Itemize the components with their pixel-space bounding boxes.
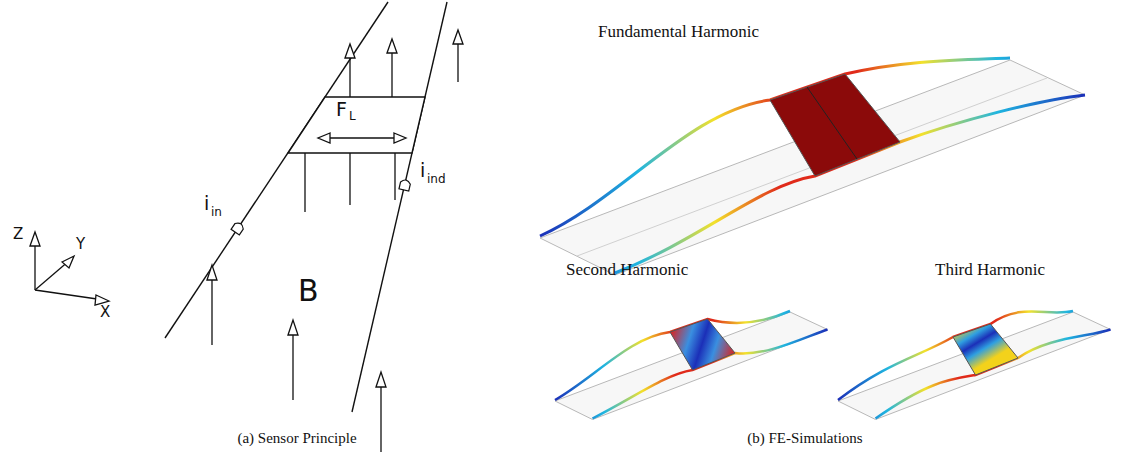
coordinate-axes: [30, 232, 109, 305]
axis-label: Z: [13, 226, 23, 243]
current-symbol: i: [420, 160, 425, 182]
axis-label: Y: [76, 236, 85, 253]
magnetic-field-arrows-part: [345, 44, 355, 58]
fe-second-harmonic-part: [670, 319, 735, 370]
magnetic-field-arrows-part: [376, 372, 386, 387]
fe-second-harmonic-part: [555, 312, 828, 420]
magnetic-field-arrows-part: [394, 153, 395, 200]
axis-label: X: [100, 304, 110, 321]
magnetic-field-arrows-part: [292, 327, 293, 400]
fe-fundamental-part: [770, 74, 900, 176]
coordinate-axes-part: [30, 232, 40, 246]
fe-second-harmonic-part: [555, 311, 790, 400]
fe-third-harmonic-part: [953, 324, 1018, 375]
magnetic-field-arrows-part: [304, 153, 305, 212]
simulation-title: Second Harmonic: [566, 260, 688, 280]
force-symbol: F: [336, 99, 347, 121]
magnetic-field-arrows-part: [207, 265, 217, 280]
force-subscript: L: [349, 110, 356, 124]
fe-fundamental-part: [540, 58, 1010, 236]
conductor-rails-part: [165, 2, 388, 338]
magnetic-field-arrows-part: [211, 272, 212, 345]
moving-plate-part: [318, 133, 406, 143]
fe-fundamental-part: [807, 87, 857, 159]
field-symbol: B: [298, 274, 319, 309]
conductor-rails: [165, 2, 447, 412]
moving-plate-part: [288, 97, 425, 153]
current-markers: [231, 179, 411, 235]
fe-third-harmonic-part: [838, 311, 1073, 400]
current-symbol: i: [204, 193, 209, 215]
current-markers-part: [399, 179, 411, 191]
magnetic-field-arrows-part: [349, 153, 350, 205]
simulation-title: Fundamental Harmonic: [598, 22, 759, 42]
fe-fundamental-part: [540, 60, 1085, 275]
simulation-title: Third Harmonic: [935, 260, 1045, 280]
magnetic-field-arrows-part: [288, 320, 298, 335]
moving-plate: [288, 97, 425, 153]
current-subscript: in: [211, 206, 222, 220]
conductor-rails-part: [352, 2, 447, 412]
fe-second-harmonic: [555, 311, 828, 420]
moving-plate-part-part: [318, 133, 330, 143]
magnetic-field-arrows-part: [380, 379, 381, 452]
coordinate-axes-part: [35, 290, 104, 300]
fe-fundamental: [540, 58, 1085, 275]
current-markers-part: [231, 221, 245, 235]
sub-caption: (a) Sensor Principle: [237, 430, 356, 447]
current-subscript: ind: [427, 173, 446, 187]
sub-caption: (b) FE-Simulations: [747, 430, 862, 447]
moving-plate-part-part: [326, 137, 398, 138]
fe-third-harmonic-part: [838, 312, 1111, 420]
moving-plate-part-part: [394, 133, 406, 143]
magnetic-field-arrows-part: [453, 30, 463, 44]
magnetic-field-arrows-part: [387, 39, 397, 53]
fe-third-harmonic: [838, 311, 1111, 420]
magnetic-field-arrows: [207, 30, 463, 452]
coordinate-axes-part: [62, 256, 74, 268]
